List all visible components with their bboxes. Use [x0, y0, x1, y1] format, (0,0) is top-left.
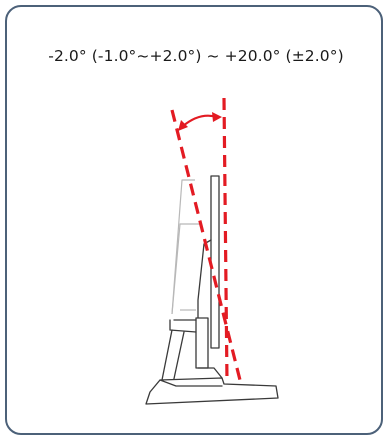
stand-neck: [195, 317, 209, 369]
figure-frame: [5, 5, 383, 435]
ghost-monitor-outline: [171, 179, 200, 315]
tilt-range-caption: -2.0° (-1.0°~+2.0°) ~ +20.0° (±2.0°): [48, 47, 344, 65]
stand-base: [145, 377, 279, 405]
monitor-side-profile-icon: [145, 175, 279, 405]
tilt-arrow-icon: [178, 112, 222, 131]
tilt-guide-lines: [170, 97, 243, 385]
tilted-guide-line: [170, 109, 243, 385]
monitor-panel: [210, 175, 220, 349]
vertical-guide-line: [222, 97, 229, 383]
